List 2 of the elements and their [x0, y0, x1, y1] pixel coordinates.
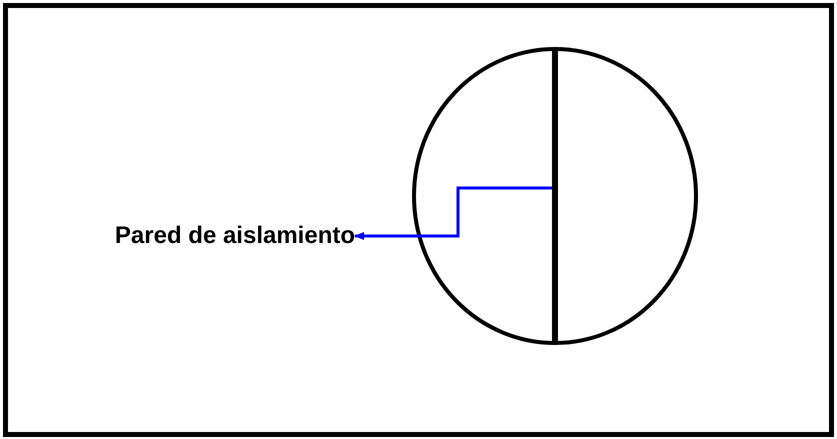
leader-line: [354, 186, 552, 240]
part-label: Pared de aislamiento: [114, 221, 355, 251]
